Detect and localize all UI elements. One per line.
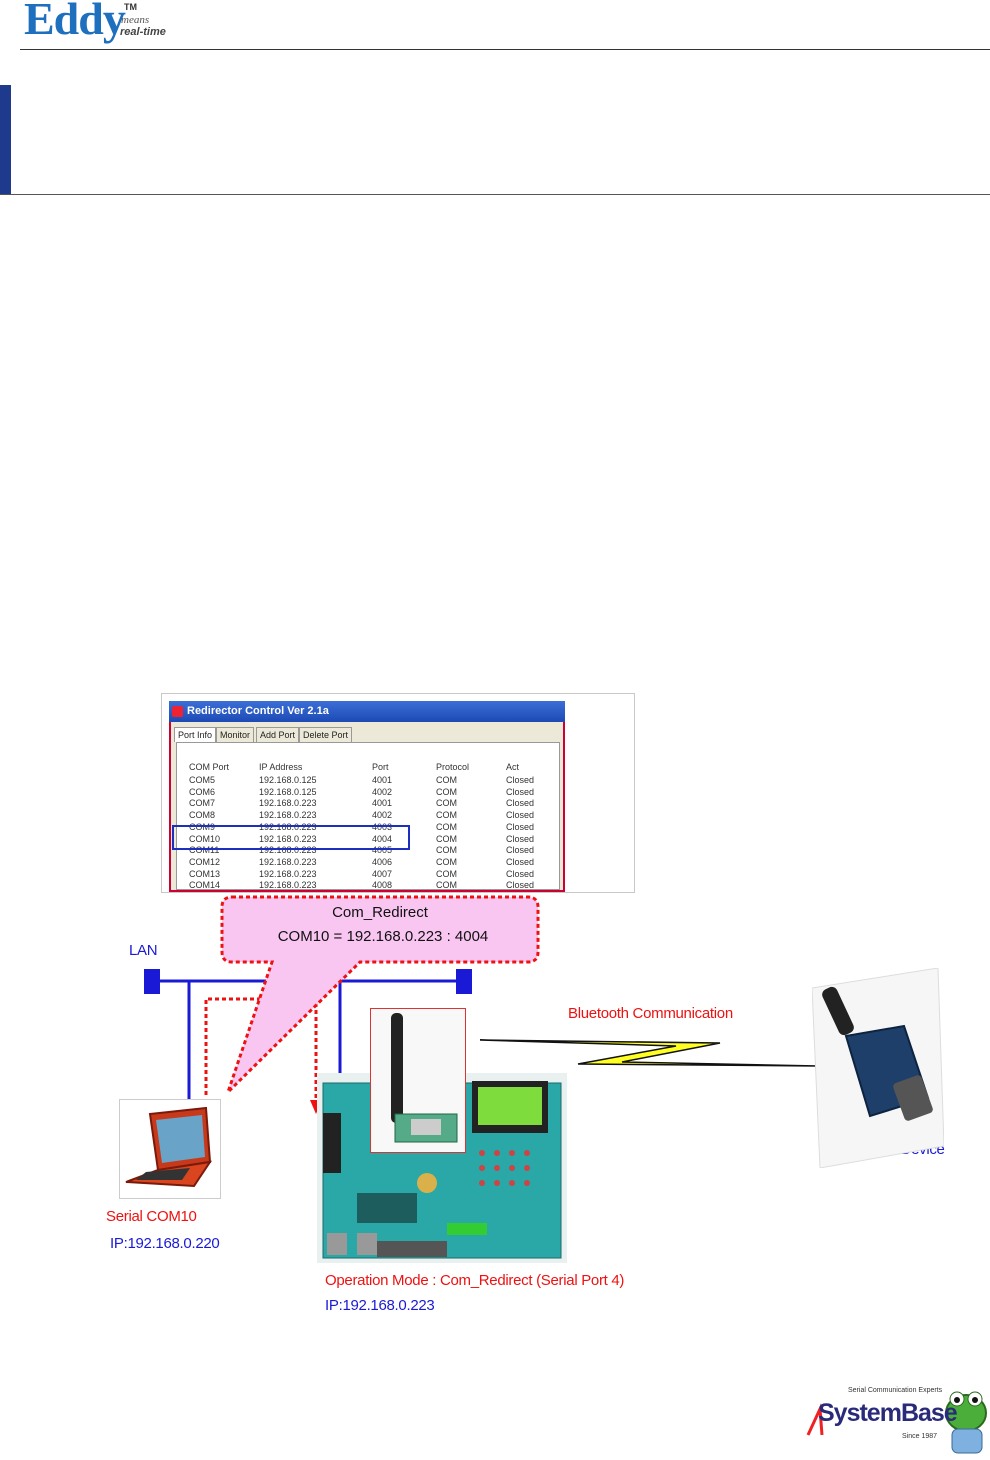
- cell-port: 4006: [372, 856, 393, 867]
- cell-protocol: COM: [436, 880, 457, 891]
- cell-com-port: COM11: [189, 845, 220, 856]
- section-accent-bar: [0, 85, 11, 195]
- cell-act: Closed: [506, 833, 535, 844]
- cell-port: 4008: [372, 880, 393, 891]
- cell-ip-address: 192.168.0.125: [259, 786, 317, 797]
- cell-ip-address: 192.168.0.125: [259, 775, 317, 785]
- cell-act: Closed: [506, 821, 535, 832]
- cell-com-port: COM6: [189, 786, 216, 797]
- com10-highlight: [172, 825, 410, 850]
- cell-act: Closed: [506, 810, 535, 821]
- eddy-logo: Eddy: [24, 0, 126, 44]
- systembase-brand: SystemBase: [818, 1399, 958, 1427]
- col-act: Act: [506, 762, 520, 772]
- laptop-icon: [125, 1106, 213, 1188]
- col-com-port: COM Port: [189, 762, 230, 772]
- cell-ip-address: 192.168.0.223: [259, 880, 317, 891]
- cell-com-port: COM7: [189, 798, 216, 809]
- cell-ip-address: 192.168.0.223: [259, 833, 317, 844]
- cell-protocol: COM: [436, 856, 457, 867]
- cell-protocol: COM: [436, 810, 457, 821]
- cell-port: 4007: [372, 868, 393, 879]
- cell-ip-address: 192.168.0.223: [259, 845, 317, 856]
- systembase-tagline: Serial Communication Experts: [848, 1387, 943, 1394]
- antenna-icon: [391, 1013, 458, 1143]
- bluetooth-module-image: [370, 1008, 466, 1153]
- cell-ip-address: 192.168.0.223: [259, 856, 317, 867]
- cell-com-port: COM5: [189, 775, 216, 785]
- cell-port: 4001: [372, 798, 393, 809]
- cell-act: Closed: [506, 786, 535, 797]
- lan-label: LAN: [129, 942, 158, 959]
- board-mode-label: Operation Mode : Com_Redirect (Serial Po…: [325, 1272, 625, 1289]
- cell-act: Closed: [506, 856, 535, 867]
- bluetooth-device-image: [812, 968, 944, 1168]
- systembase-logo: Serial Communication Experts SystemBase …: [800, 1385, 990, 1455]
- cell-act: Closed: [506, 798, 535, 809]
- cell-protocol: COM: [436, 821, 457, 832]
- systembase-since: Since 1987: [902, 1433, 938, 1440]
- cell-port: 4005: [372, 845, 393, 856]
- cell-port: 4001: [372, 775, 393, 785]
- pc-serial-label: Serial COM10: [106, 1208, 197, 1225]
- cell-act: Closed: [506, 880, 535, 891]
- cell-ip-address: 192.168.0.223: [259, 810, 317, 821]
- callout-mapping: COM10 = 192.168.0.223 : 4004: [277, 928, 489, 945]
- lan-terminator-right: [456, 969, 472, 994]
- cell-protocol: COM: [436, 786, 457, 797]
- cell-act: Closed: [506, 868, 535, 879]
- callout-title: Com_Redirect: [332, 904, 428, 921]
- redirector-titlebar: Redirector Control Ver 2.1a: [169, 701, 565, 722]
- cell-act: Closed: [506, 845, 535, 856]
- cell-protocol: COM: [436, 775, 457, 785]
- cell-com-port: COM14: [189, 880, 221, 891]
- cell-protocol: COM: [436, 833, 457, 844]
- tab-port-info[interactable]: Port Info: [174, 727, 217, 742]
- logo-realtime: real-time: [120, 26, 166, 38]
- header-divider: [20, 49, 990, 50]
- lan-terminator-left: [144, 969, 160, 994]
- cell-com-port: COM8: [189, 810, 216, 821]
- pc-ip-label: IP:192.168.0.220: [110, 1235, 220, 1252]
- cell-ip-address: 192.168.0.223: [259, 868, 317, 879]
- app-icon: [172, 706, 183, 717]
- bluetooth-comm-label: Bluetooth Communication: [568, 1005, 733, 1022]
- cell-protocol: COM: [436, 868, 457, 879]
- tab-monitor[interactable]: Monitor: [216, 727, 255, 742]
- section-divider: [0, 194, 990, 195]
- col-ip-address: IP Address: [259, 762, 303, 772]
- cell-port: 4002: [372, 810, 393, 821]
- callout-bubble: [220, 895, 540, 1094]
- bluetooth-bolt-icon: [479, 1039, 819, 1067]
- cell-protocol: COM: [436, 798, 457, 809]
- cell-protocol: COM: [436, 845, 457, 856]
- port-table: [176, 742, 560, 890]
- cell-com-port: COM10: [189, 833, 221, 844]
- frog-mascot-icon: [806, 1391, 987, 1454]
- logo-trademark: TM: [124, 2, 137, 12]
- cell-com-port: COM13: [189, 868, 221, 879]
- laptop-image: [119, 1099, 221, 1199]
- tab-delete-port[interactable]: Delete Port: [299, 727, 353, 742]
- cell-act: Closed: [506, 775, 535, 785]
- cell-port: 4004: [372, 833, 393, 844]
- col-protocol: Protocol: [436, 762, 470, 772]
- tab-add-port[interactable]: Add Port: [256, 727, 300, 742]
- col-port: Port: [372, 762, 389, 772]
- board-ip-label: IP:192.168.0.223: [325, 1297, 435, 1314]
- cell-ip-address: 192.168.0.223: [259, 798, 317, 809]
- cell-com-port: COM12: [189, 856, 221, 867]
- redirect-path-pc: [204, 997, 266, 1095]
- cell-port: 4002: [372, 786, 393, 797]
- logo-means: means: [121, 14, 150, 26]
